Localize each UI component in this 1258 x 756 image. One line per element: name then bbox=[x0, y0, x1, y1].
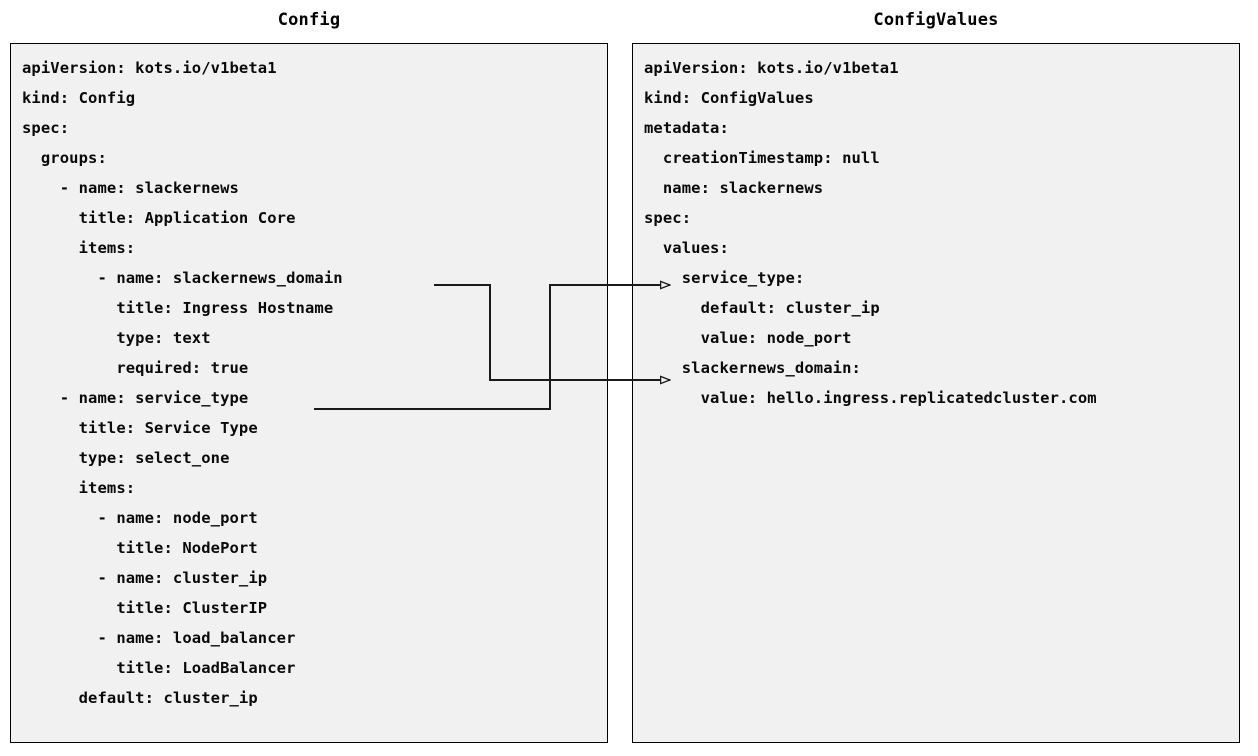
yaml-line: groups: bbox=[22, 149, 107, 167]
config-yaml-body: apiVersion: kots.io/v1beta1 kind: Config s… bbox=[22, 53, 603, 713]
yaml-line: value: node_port bbox=[644, 329, 852, 347]
yaml-line: type: text bbox=[22, 329, 211, 347]
yaml-line: - name: node_port bbox=[22, 509, 258, 527]
configvalues-yaml-body: apiVersion: kots.io/v1beta1 kind: ConfigV… bbox=[644, 53, 1235, 413]
panel-title-configvalues: ConfigValues bbox=[873, 10, 999, 30]
yaml-line: creationTimestamp: null bbox=[644, 149, 880, 167]
yaml-line: name: slackernews bbox=[644, 179, 824, 197]
panel-title-config: Config bbox=[277, 10, 341, 30]
yaml-line: type: select_one bbox=[22, 449, 230, 467]
yaml-line: title: Ingress Hostname bbox=[22, 299, 334, 317]
yaml-line: default: cluster_ip bbox=[22, 689, 258, 707]
yaml-line: title: Service Type bbox=[22, 419, 258, 437]
yaml-line: title: NodePort bbox=[22, 539, 258, 557]
yaml-line: apiVersion: kots.io/v1beta1 bbox=[644, 59, 899, 77]
yaml-line: spec: bbox=[644, 209, 692, 227]
yaml-line: metadata: bbox=[644, 119, 729, 137]
yaml-line: - name: service_type bbox=[22, 389, 249, 407]
yaml-line: slackernews_domain: bbox=[644, 359, 861, 377]
yaml-line: - name: slackernews_domain bbox=[22, 269, 343, 287]
yaml-line: title: ClusterIP bbox=[22, 599, 268, 617]
yaml-line: title: LoadBalancer bbox=[22, 659, 296, 677]
yaml-line: required: true bbox=[22, 359, 249, 377]
yaml-line: service_type: bbox=[644, 269, 805, 287]
yaml-line: - name: load_balancer bbox=[22, 629, 296, 647]
yaml-line: kind: ConfigValues bbox=[644, 89, 814, 107]
yaml-line: values: bbox=[644, 239, 729, 257]
yaml-line: spec: bbox=[22, 119, 70, 137]
yaml-line: items: bbox=[22, 239, 136, 257]
yaml-line: apiVersion: kots.io/v1beta1 bbox=[22, 59, 277, 77]
configvalues-panel: apiVersion: kots.io/v1beta1 kind: ConfigV… bbox=[632, 43, 1240, 743]
yaml-line: - name: cluster_ip bbox=[22, 569, 268, 587]
config-panel: apiVersion: kots.io/v1beta1 kind: Config s… bbox=[10, 43, 608, 743]
yaml-line: kind: Config bbox=[22, 89, 136, 107]
yaml-line: items: bbox=[22, 479, 136, 497]
yaml-line: title: Application Core bbox=[22, 209, 296, 227]
yaml-line: - name: slackernews bbox=[22, 179, 239, 197]
yaml-line: value: hello.ingress.replicatedcluster.c… bbox=[644, 389, 1097, 407]
yaml-line: default: cluster_ip bbox=[644, 299, 880, 317]
